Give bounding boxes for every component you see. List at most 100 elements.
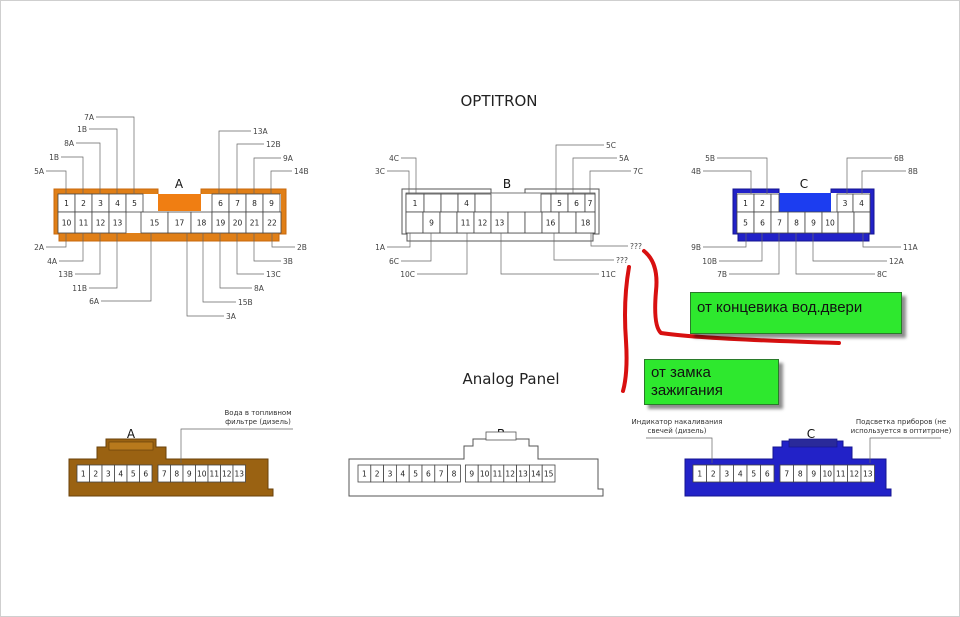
opt-b-bl-leader-0 (387, 233, 411, 248)
opt-a-pin-8: 8 (245, 193, 264, 213)
connector-a-key-fill (158, 194, 201, 211)
analog-b-pin-11: 11 (490, 464, 505, 483)
opt-a-right-leader-2 (253, 157, 281, 194)
opt-a-pin-18: 18 (190, 211, 213, 234)
opt-a-br-leader-0 (271, 233, 295, 248)
opt-a-pin-13-box (108, 211, 127, 234)
opt-c-pin-3: 3 (836, 193, 854, 213)
opt-b-top-cell-5 (540, 193, 552, 213)
opt-b-label-7C: 7C (633, 167, 643, 176)
analog-a-pin-7: 7 (157, 464, 171, 483)
opt-a-right-leader-1 (236, 143, 264, 194)
opt-a-br-leader-4 (202, 233, 236, 303)
analog-c-pin-13-box (860, 464, 875, 483)
opt-a-pin-3-number: 3 (98, 199, 103, 208)
opt-b-bot-cell-2 (439, 211, 458, 234)
opt-b-bot-cell-6 (507, 211, 526, 234)
analog-b-pin-3: 3 (383, 464, 397, 483)
opt-a-pin-21-number: 21 (250, 219, 260, 228)
opt-c-label-5B: 5B (705, 154, 715, 163)
opt-a-label-5A-4: 5A (34, 167, 45, 176)
opt-b-top-cell-0: 1 (405, 193, 425, 213)
analog-a-pin-5-number: 5 (131, 470, 136, 479)
analog-b-pin-5-number: 5 (413, 470, 418, 479)
opt-b-label-4C: 4C (389, 154, 399, 163)
opt-a-label-3A-br: 3A (226, 312, 237, 321)
analog-c-pin-10: 10 (820, 464, 835, 483)
analog-b-pin-2-number: 2 (375, 470, 380, 479)
opt-b-bot-cell-6-box (507, 211, 526, 234)
analog-c-pin-5: 5 (746, 464, 761, 483)
opt-b-bl-leader-1 (401, 233, 432, 262)
opt-b-top-cell-7: 6 (567, 193, 586, 213)
ignition-trace (621, 265, 631, 393)
analog-a-pin-11-number: 11 (209, 470, 219, 479)
analog-a-pin-9: 9 (182, 464, 196, 483)
opt-b-bot-cell-7-box (524, 211, 543, 234)
opt-c-label-11A: 11A (903, 243, 919, 252)
opt-b-bot-cell-10: 18 (575, 211, 596, 234)
analog-a-pin-10-number: 10 (197, 470, 207, 479)
analog-b-pin-2: 2 (370, 464, 384, 483)
analog-b-pin-13: 13 (516, 464, 530, 483)
analog-c-pin-7: 7 (779, 464, 794, 483)
opt-a-label-1B-1: 1B (77, 125, 87, 134)
opt-a-bl-leader-0 (46, 233, 67, 248)
analog-a-pin-4-number: 4 (118, 470, 123, 479)
opt-a-bl-leader-3 (89, 233, 118, 289)
opt-c-label-6B: 6B (894, 154, 904, 163)
opt-a-pin-10-number: 10 (62, 219, 72, 228)
opt-a-label-13A: 13A (253, 127, 269, 136)
opt-a-leader-4 (46, 170, 67, 194)
opt-a-leader-1 (89, 128, 118, 194)
opt-c-bot-cell-3-number: 8 (794, 219, 799, 228)
analog-a-pin-11: 11 (207, 464, 221, 483)
connector-c-key (779, 193, 831, 212)
analog-c-pin-3-number: 3 (724, 470, 729, 479)
analog-c-note-left-2: свечей (дизель) (648, 427, 707, 435)
analog-b-pin-10-number: 10 (480, 470, 490, 479)
opt-a-br-leader-1 (253, 233, 281, 262)
opt-a-label-8A-2: 8A (64, 139, 75, 148)
opt-a-pin-5: 5 (125, 193, 144, 213)
analog-a-pin-6-number: 6 (143, 470, 148, 479)
opt-c-bot-cell-7 (853, 211, 871, 234)
opt-a-pin-15: 15 (140, 211, 169, 234)
analog-a-pin-6-box (139, 464, 153, 483)
unknown-label-1: ??? (630, 242, 642, 251)
analog-c-pin-6-number: 6 (765, 470, 770, 479)
opt-a-label-3B-br: 3B (283, 257, 293, 266)
analog-c-pin-11: 11 (833, 464, 848, 483)
opt-b-top-cell-2-box (440, 193, 459, 213)
analog-c-pin-9: 9 (806, 464, 821, 483)
opt-b-bot-cell-3: 11 (456, 211, 475, 234)
opt-b-label-3C: 3C (375, 167, 385, 176)
opt-c-pin-4: 4 (852, 193, 871, 213)
opt-b-top-cell-8-number: 7 (588, 199, 593, 208)
opt-c-bot-cell-7-box (853, 211, 871, 234)
opt-c-pin-2: 2 (753, 193, 772, 213)
opt-a-pin-3: 3 (91, 193, 110, 213)
analog-c-note-left-leader (646, 437, 713, 463)
analog-b-pin-8: 8 (447, 464, 461, 483)
analog-c-pin-4: 4 (733, 464, 748, 483)
analog-b-pin-14: 14 (529, 464, 543, 483)
opt-b-bot-cell-10-number: 18 (581, 219, 591, 228)
unknown-label-2: ??? (616, 256, 628, 265)
opt-c-pin-1-number: 1 (743, 199, 748, 208)
opt-c-bot-cell-3: 8 (787, 211, 806, 234)
analog-a-pin-7-number: 7 (162, 470, 167, 479)
analog-c-pin-1-number: 1 (697, 470, 702, 479)
opt-c-label-8C: 8C (877, 270, 887, 279)
analog-b-pin-6: 6 (421, 464, 436, 483)
analog-a-pin-13-number: 13 (234, 470, 244, 479)
analog-c-pin-6: 6 (760, 464, 775, 483)
opt-b-bot-cell-9-box (558, 211, 577, 234)
opt-b-tr-leader-2 (589, 170, 631, 194)
analog-c-pin-3: 3 (719, 464, 734, 483)
analog-b-pin-6-number: 6 (426, 470, 431, 479)
opt-b-top-cell-0-number: 1 (413, 199, 418, 208)
opt-c-bot-cell-1: 6 (753, 211, 772, 234)
